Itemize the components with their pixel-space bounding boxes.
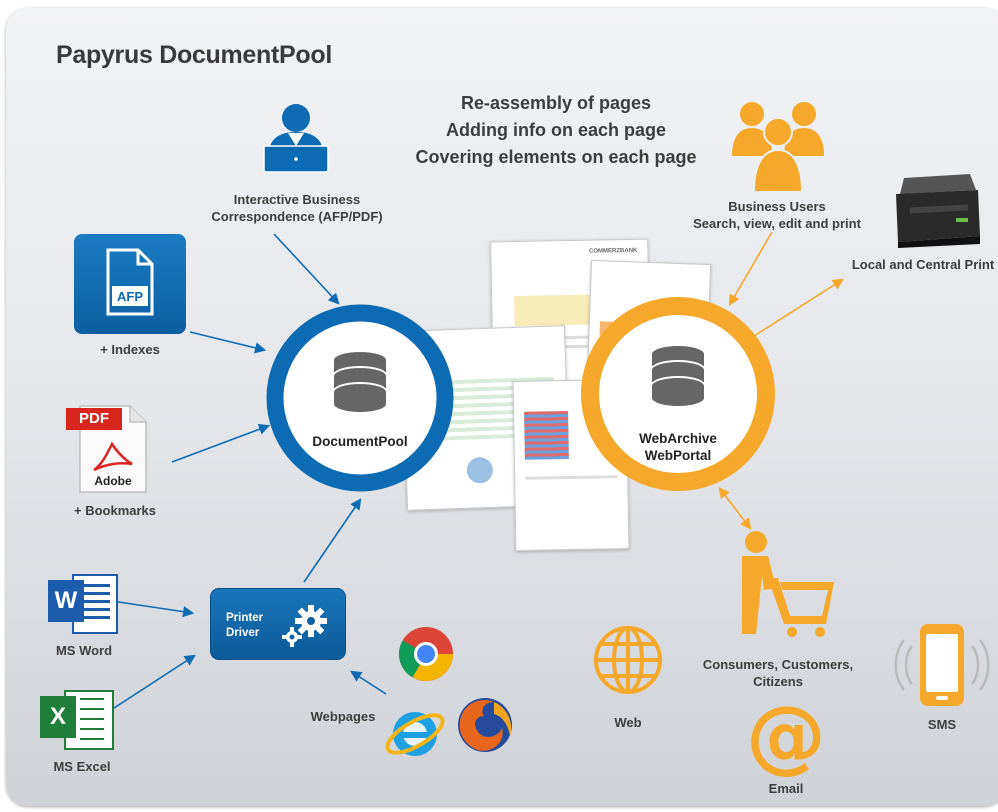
consumers-line-2: Citizens [753, 674, 803, 689]
interactive-label: Interactive Business Correspondence (AFP… [202, 191, 392, 225]
print-label: Local and Central Print [851, 257, 995, 272]
arrow-afp [189, 331, 267, 354]
arrow-interactive [273, 233, 340, 305]
pdf-badge: PDF [66, 408, 122, 430]
arrow-word [111, 600, 195, 618]
business-users-line-2: Search, view, edit and print [693, 216, 861, 231]
webarchive-label: WebArchive WebPortal [608, 430, 748, 464]
printer-driver-box: Printer Driver [210, 588, 346, 660]
sms-label: SMS [927, 717, 957, 732]
tagline-line-2: Adding info on each page [446, 120, 666, 140]
documentpool-circle [266, 304, 454, 492]
arrow-pdf [171, 423, 271, 463]
afp-file-icon: AFP [74, 234, 186, 334]
pdf-file-icon: PDF Adobe [66, 404, 150, 494]
at-sign-icon: @ [746, 689, 826, 782]
arrow-business-users [728, 231, 773, 306]
excel-icon: X [40, 686, 114, 750]
consumers-line-1: Consumers, Customers, [702, 657, 854, 672]
printer-driver-line-1: Printer [226, 612, 264, 624]
connector-arrows [111, 231, 844, 709]
users-group-icon [732, 102, 824, 193]
interactive-line-2: Correspondence (AFP/PDF) [211, 209, 383, 224]
word-icon: W [48, 570, 118, 634]
globe-icon [594, 626, 662, 694]
tagline-line-3: Covering elements on each page [415, 147, 697, 167]
consumers-label: Consumers, Customers, Citizens [694, 656, 862, 690]
arrow-excel [113, 654, 196, 709]
diagram-title: Papyrus DocumentPool [56, 41, 332, 69]
webpages-label: Webpages [310, 709, 376, 724]
mobile-phone-icon [894, 624, 990, 706]
shopping-cart-user-icon [742, 531, 834, 637]
tagline-line-1: Re-assembly of pages [460, 93, 652, 113]
gears-icon [282, 605, 327, 647]
tagline: Re-assembly of pages Adding info on each… [406, 90, 706, 171]
documentpool-label: DocumentPool [312, 434, 408, 449]
printer-driver-label: Printer Driver [226, 611, 263, 641]
web-label: Web [614, 715, 642, 730]
printer-driver-line-2: Driver [226, 627, 260, 639]
arrow-print [753, 278, 844, 337]
email-label: Email [768, 781, 804, 796]
word-label: MS Word [55, 643, 113, 658]
firefox-icon [458, 698, 512, 752]
internet-explorer-icon [385, 712, 445, 756]
excel-label: MS Excel [53, 759, 111, 774]
printer-icon [896, 174, 980, 248]
business-users-label: Business Users Search, view, edit and pr… [666, 198, 888, 232]
arrow-webpages [350, 670, 387, 695]
adobe-label: Adobe [94, 474, 132, 488]
diagram-panel: Papyrus DocumentPool Re-assembly of page… [6, 8, 998, 806]
business-users-line-1: Business Users [728, 199, 826, 214]
bookmarks-label: + Bookmarks [73, 503, 156, 518]
database-icon [334, 352, 386, 412]
arrow-driver [303, 498, 362, 583]
webarchive-line-2: WebPortal [644, 448, 712, 463]
afp-badge: AFP [117, 289, 143, 304]
database-icon [652, 346, 704, 406]
chrome-icon [398, 627, 453, 682]
arrow-consumers [718, 486, 752, 530]
interactive-line-1: Interactive Business [233, 192, 361, 207]
indexes-label: + Indexes [100, 342, 160, 357]
laptop-user-icon [263, 104, 329, 173]
webarchive-circle [581, 297, 775, 491]
webarchive-line-1: WebArchive [639, 431, 717, 446]
